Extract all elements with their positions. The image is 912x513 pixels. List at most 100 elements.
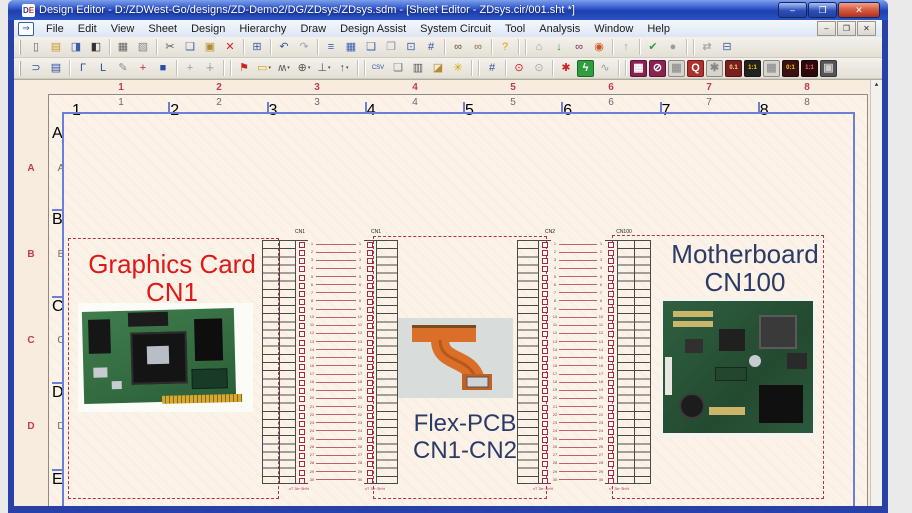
copy-icon[interactable]: ❏ (185, 40, 195, 53)
hierarchy-tree-icon[interactable]: ≡ (327, 40, 335, 53)
sim-icon-9[interactable]: 0:1 (782, 59, 799, 77)
wire-step-icon[interactable]: Γ (79, 61, 87, 74)
port-icon[interactable]: ↑▾ (339, 61, 349, 74)
mdi-restore-button[interactable]: ❐ (837, 21, 856, 36)
vertical-scrollbar[interactable]: ▴ (870, 80, 882, 506)
table-icon[interactable]: ▦ (345, 40, 357, 53)
label-flex-pcb[interactable]: Flex-PCB CN1-CN2 (412, 410, 517, 464)
link-icon[interactable]: ⇄ (702, 40, 712, 53)
menu-item[interactable]: Analysis (539, 22, 581, 35)
chip-list-icon[interactable]: ▥ (412, 61, 424, 74)
menu-item[interactable]: System Circuit (420, 22, 492, 35)
flex-cable-image[interactable] (398, 318, 513, 398)
wire-l-icon[interactable]: L (99, 61, 107, 74)
sim-icon-10[interactable]: 1:1 (801, 59, 818, 77)
no-connect-icon[interactable]: ∔ (205, 61, 215, 74)
export-window-icon[interactable]: ⊡ (406, 40, 416, 53)
dropdown-arrow-icon[interactable]: ▾ (328, 64, 331, 71)
connector-flex-cn2-pins[interactable] (539, 240, 551, 484)
menu-item[interactable]: Edit (77, 22, 97, 35)
mdi-child-icon[interactable]: ⇒ (18, 21, 34, 36)
sheet-window-icon[interactable]: ❑ (366, 40, 376, 53)
bus-entry-icon[interactable]: + (139, 61, 147, 74)
undo-icon[interactable]: ↶ (279, 40, 289, 53)
clock-gray-icon[interactable]: ⊙ (534, 61, 544, 74)
component-icon[interactable]: ▤ (50, 61, 62, 74)
find-icon[interactable]: ∞ (474, 40, 482, 53)
sim-icon-3[interactable]: ▦ (668, 59, 685, 77)
connector-flex-cn1-pins[interactable] (364, 240, 376, 484)
connector-cn100-pins[interactable] (605, 240, 617, 484)
clock-red-icon[interactable]: ⊙ (514, 61, 524, 74)
probe-flag-icon[interactable]: ⚑ (239, 61, 249, 74)
menu-item[interactable]: File (46, 22, 64, 35)
netlist-icon[interactable]: ✳ (453, 61, 463, 74)
menu-item[interactable]: Help (647, 22, 670, 35)
dropdown-arrow-icon[interactable]: ▾ (268, 64, 271, 71)
home-icon[interactable]: ⌂ (535, 40, 543, 53)
print-icon[interactable]: ▦ (117, 40, 129, 53)
toolbar-grip[interactable] (19, 39, 23, 55)
menu-item[interactable]: Draw (300, 22, 327, 35)
menu-item[interactable]: View (110, 22, 135, 35)
folder-save-icon[interactable]: ◪ (432, 61, 444, 74)
sim-icon-7[interactable]: 1:1 (744, 59, 761, 77)
graphics-card-image[interactable] (78, 303, 253, 412)
pin-icon[interactable]: ⊕▾ (297, 61, 311, 74)
sim-icon-1[interactable]: ▦ (630, 59, 647, 77)
mdi-close-button[interactable]: ✕ (857, 21, 876, 36)
new-icon[interactable]: ▯ (32, 40, 40, 53)
motherboard-image[interactable] (660, 297, 816, 438)
save-all-icon[interactable]: ◧ (90, 40, 102, 53)
maximize-button[interactable]: ❐ (808, 2, 837, 18)
sim-icon-6[interactable]: 0.1 (725, 59, 742, 77)
check-sheets-icon[interactable]: ❑ (393, 61, 403, 74)
paste-icon[interactable]: ▣ (204, 40, 216, 53)
scroll-up-icon[interactable]: ▴ (874, 81, 879, 88)
web-icon[interactable]: ◉ (594, 40, 604, 53)
menu-item[interactable]: Tool (505, 22, 526, 35)
verify-check-icon[interactable]: ✔ (648, 40, 658, 53)
menu-item[interactable]: Design Assist (340, 22, 407, 35)
delete-icon[interactable]: ✕ (225, 40, 235, 53)
gate-icon[interactable]: ⊃ (31, 61, 41, 74)
menu-item[interactable]: Sheet (148, 22, 178, 35)
open-folder-icon[interactable]: ▤ (50, 40, 62, 53)
dropdown-arrow-icon[interactable]: ▾ (307, 64, 311, 71)
menu-item[interactable]: Window (594, 22, 634, 35)
minimize-button[interactable]: – (778, 2, 807, 18)
sim-icon-2[interactable]: ⊘ (649, 59, 666, 77)
connector-flex-cn2-body[interactable] (517, 240, 539, 484)
dropdown-arrow-icon[interactable]: ▾ (287, 64, 290, 71)
connector-cn1-pins[interactable] (296, 240, 308, 484)
page-number-icon[interactable]: # (427, 40, 435, 53)
mdi-minimize-button[interactable]: – (817, 21, 836, 36)
junction-icon[interactable]: + (186, 61, 194, 74)
sim-icon-8[interactable]: ▦ (763, 59, 780, 77)
stop-icon[interactable]: ● (669, 40, 677, 53)
redo-icon[interactable]: ↷ (299, 40, 309, 53)
save-icon[interactable]: ◨ (70, 40, 82, 53)
sim-icon-5[interactable]: ✱ (706, 59, 723, 77)
print-preview-icon[interactable]: ▧ (137, 40, 149, 53)
connector-cn100-body[interactable] (617, 240, 651, 484)
resistor-icon[interactable]: ʍ▾ (278, 61, 290, 74)
cut-icon[interactable]: ✂ (165, 40, 175, 53)
properties-icon[interactable]: ⊞ (252, 40, 262, 53)
filled-rect-icon[interactable]: ■ (159, 61, 167, 74)
sheet-window-alt-icon[interactable]: ❒ (386, 40, 396, 53)
connector-cn1-body[interactable] (262, 240, 296, 484)
star-icon[interactable]: ✱ (561, 61, 571, 74)
sim-icon-4[interactable]: Q (687, 59, 704, 77)
sim-icon-11[interactable]: ▣ (820, 59, 837, 77)
draw-pencil-icon[interactable]: ✎ (118, 61, 128, 74)
connector-flex-cn1-body[interactable] (376, 240, 398, 484)
annotate-icon[interactable]: # (488, 61, 496, 74)
csv-icon[interactable]: CSV (371, 65, 385, 71)
upload-icon[interactable]: ↑ (623, 40, 629, 53)
label-motherboard[interactable]: Motherboard CN100 (671, 239, 819, 297)
toolbar-grip[interactable] (19, 60, 23, 76)
